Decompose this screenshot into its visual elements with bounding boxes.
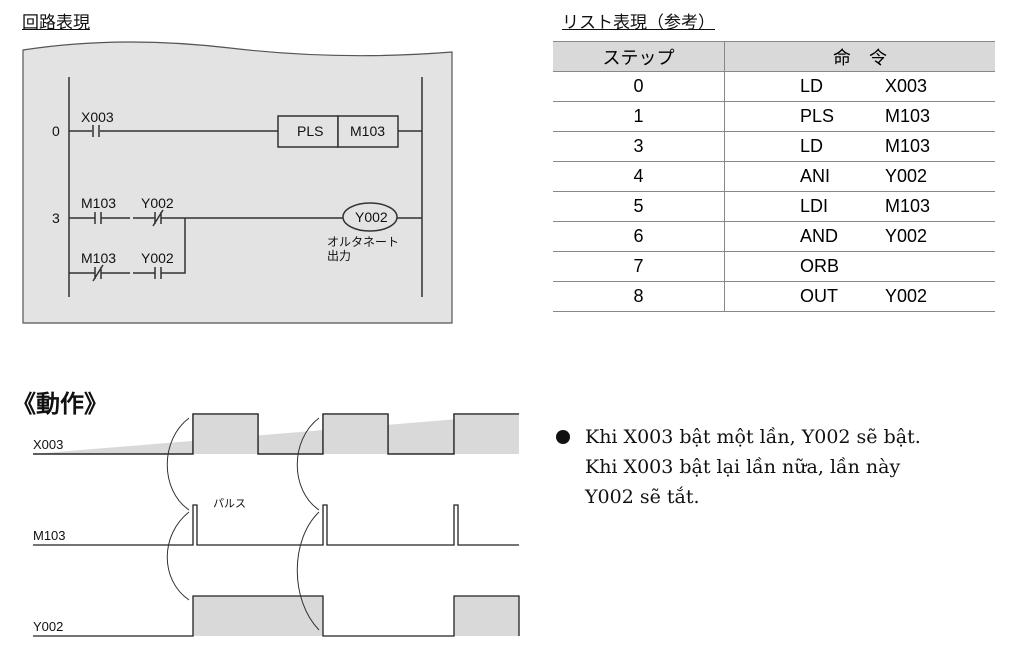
m103-nc-contact — [92, 264, 104, 282]
m103-label: M103 — [350, 123, 385, 139]
operand-cell: X003 — [885, 71, 995, 102]
step-cell: 5 — [553, 191, 725, 222]
header-instruction: 命 令 — [724, 41, 995, 72]
operand-cell — [885, 251, 995, 282]
step-cell: 1 — [553, 101, 725, 132]
y002-coil — [342, 202, 398, 232]
m103-waveform — [33, 504, 519, 546]
operand-cell: M103 — [885, 191, 995, 222]
note-line: Khi X003 bật một lần, Y002 sẽ bật. — [585, 426, 921, 448]
step-cell: 7 — [553, 251, 725, 282]
operand-cell: Y002 — [885, 161, 995, 192]
x003-label: X003 — [81, 109, 114, 125]
signal-y002: Y002 — [33, 619, 63, 634]
step-cell: 4 — [553, 161, 725, 192]
instruction-cell: PLS — [724, 101, 885, 132]
causal-arrows — [166, 417, 320, 631]
x003-contact — [92, 125, 100, 137]
rung3-wire — [69, 217, 422, 274]
instruction-cell: ORB — [724, 251, 885, 282]
bullet-icon — [556, 430, 570, 444]
rung-step-3: 3 — [52, 210, 60, 226]
coil-label: Y002 — [355, 209, 388, 225]
explanation-note: Khi X003 bật một lần, Y002 sẽ bật. Khi X… — [585, 422, 921, 512]
step-cell: 6 — [553, 221, 725, 252]
pls-label: PLS — [297, 123, 323, 139]
instruction-cell: LD — [724, 131, 885, 162]
ladder-panel — [22, 41, 453, 324]
x003-waveform — [33, 413, 519, 455]
rung-step-0: 0 — [52, 123, 60, 139]
m103-no-contact — [94, 212, 102, 224]
operand-cell: Y002 — [885, 221, 995, 252]
y002-nc-contact — [152, 209, 164, 227]
timing-heading: 《動作》 — [12, 391, 108, 418]
coil-note-1: オルタネート — [327, 235, 399, 249]
instruction-cell: AND — [724, 221, 885, 252]
m103-a-label: M103 — [81, 195, 116, 211]
step-cell: 3 — [553, 131, 725, 162]
instruction-cell: LD — [724, 71, 885, 102]
signal-m103: M103 — [33, 528, 66, 543]
step-cell: 8 — [553, 281, 725, 312]
instruction-cell: LDI — [724, 191, 885, 222]
y002-b-label: Y002 — [141, 250, 174, 266]
header-step: ステップ — [553, 41, 725, 72]
operand-cell: Y002 — [885, 281, 995, 312]
y002-waveform — [33, 595, 520, 637]
circuit-heading: 回路表現 — [22, 13, 90, 32]
list-heading: リスト表現（参考） — [562, 13, 715, 32]
note-line: Khi X003 bật lại lần nữa, lần này — [585, 456, 901, 478]
signal-x003: X003 — [33, 437, 63, 452]
coil-note-2: 出力 — [327, 249, 351, 263]
y002-a-label: Y002 — [141, 195, 174, 211]
m103-b-label: M103 — [81, 250, 116, 266]
note-line: Y002 sẽ tắt. — [585, 486, 700, 508]
operand-cell: M103 — [885, 131, 995, 162]
pulse-label: パルス — [213, 497, 246, 510]
y002-no-contact — [154, 267, 162, 279]
instruction-cell: OUT — [724, 281, 885, 312]
m103-box — [337, 115, 399, 148]
instruction-cell: ANI — [724, 161, 885, 192]
operand-cell: M103 — [885, 101, 995, 132]
step-cell: 0 — [553, 71, 725, 102]
